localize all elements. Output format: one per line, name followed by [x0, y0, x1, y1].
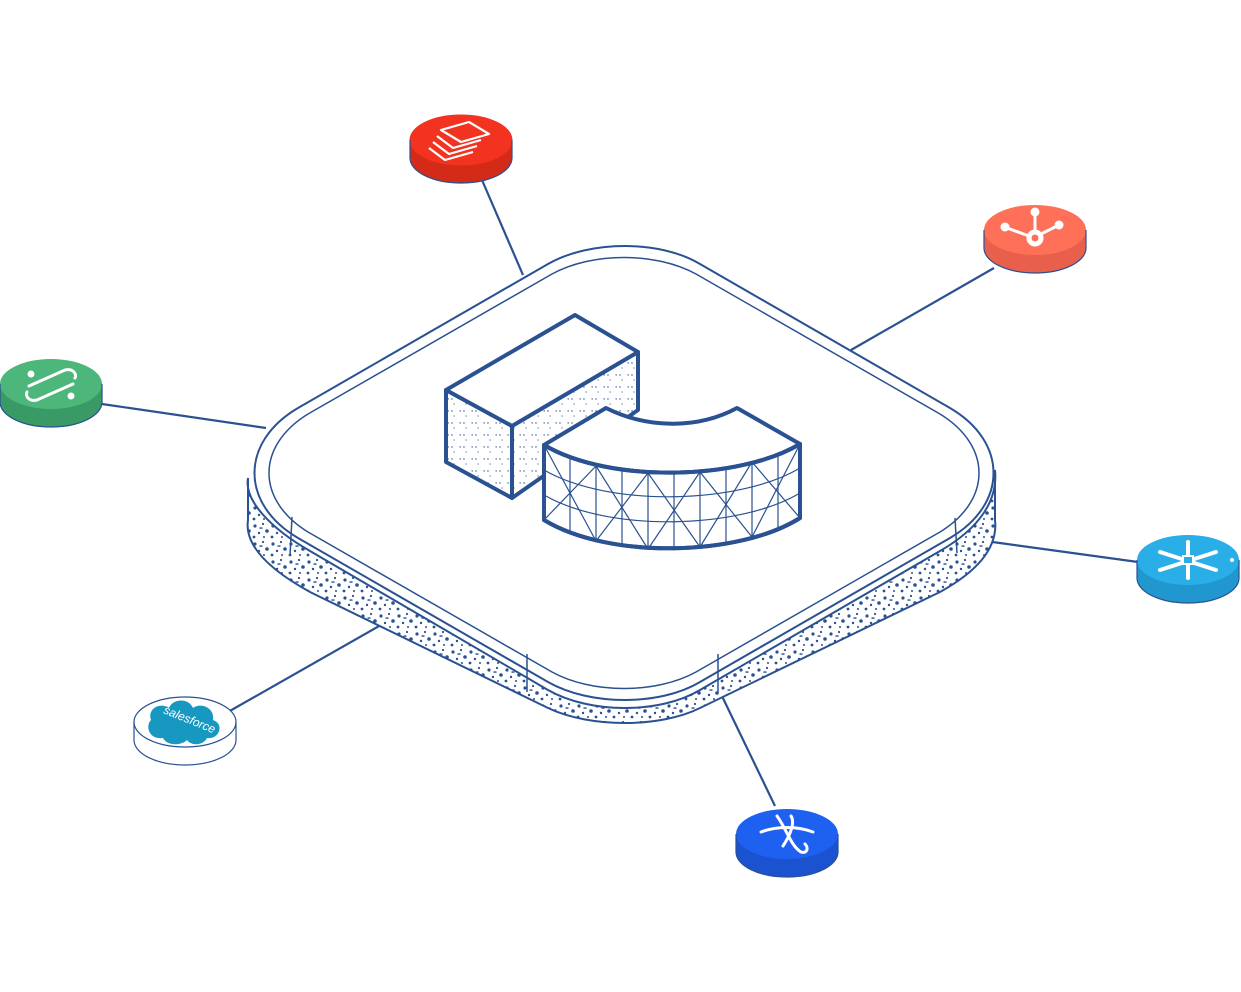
registered-mark-icon — [1230, 558, 1234, 562]
connector-hubspot — [850, 267, 995, 351]
platform-side — [246, 469, 997, 724]
connector-lines — [101, 179, 1139, 807]
connector-salesforce — [227, 616, 396, 713]
hubspot-sprocket-icon — [1000, 207, 1064, 247]
amplitude-a-icon — [759, 814, 815, 854]
connector-segment — [101, 402, 267, 430]
side-divider — [954, 517, 958, 554]
census-c-logo-icon — [444, 313, 802, 551]
integration-stack-layers[interactable] — [409, 114, 513, 184]
snowflake-icon — [1158, 540, 1218, 580]
integration-snowflake[interactable] — [1136, 535, 1240, 604]
salesforce-cloud-icon: salesforce — [148, 700, 220, 745]
stacked-layers-icon — [428, 120, 491, 162]
integration-salesforce[interactable]: salesforce — [133, 696, 237, 766]
segment-arrows-icon — [25, 368, 77, 402]
connector-stack-layers — [480, 179, 525, 276]
mesh-lines — [543, 443, 801, 550]
connector-snowflake — [977, 538, 1139, 564]
side-divider — [289, 516, 293, 557]
integration-amplitude[interactable] — [735, 809, 839, 878]
connector-amplitude — [719, 691, 776, 807]
integration-segment[interactable] — [0, 359, 103, 428]
integration-hubspot[interactable] — [983, 205, 1087, 274]
